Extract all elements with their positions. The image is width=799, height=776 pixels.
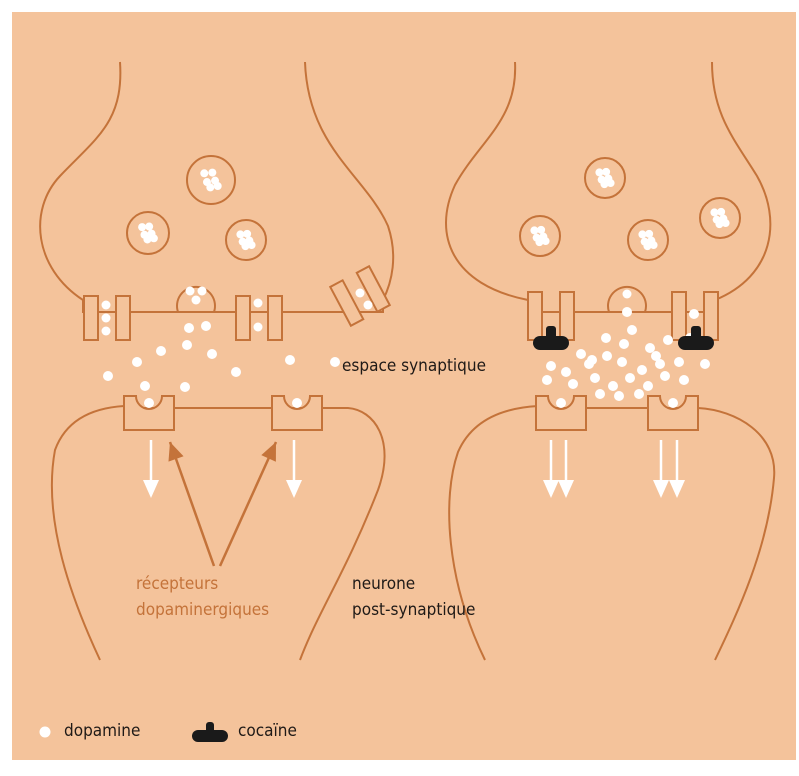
dopamine-dot xyxy=(180,382,190,392)
dopamine-dot xyxy=(102,301,111,310)
receptors-label-line1: récepteurs xyxy=(136,574,218,595)
dopamine-dot xyxy=(627,325,637,335)
dopamine-dot xyxy=(576,349,586,359)
dopamine-dot xyxy=(138,223,146,231)
dopamine-dot xyxy=(102,314,111,323)
dopamine-dot xyxy=(330,357,340,367)
dopamine-dot xyxy=(198,287,207,296)
dopamine-dot xyxy=(364,301,373,310)
dopamine-dot xyxy=(542,237,550,245)
dopamine-dot xyxy=(668,398,678,408)
dopamine-dot xyxy=(102,327,111,336)
dopamine-dot xyxy=(674,357,684,367)
dopamine-dot xyxy=(650,241,658,249)
dopamine-dot xyxy=(637,365,647,375)
dopamine-dot xyxy=(623,290,632,299)
dopamine-dot xyxy=(602,351,612,361)
dopamine-dot xyxy=(145,223,153,231)
dopamine-dot xyxy=(182,340,192,350)
dopamine-dot xyxy=(132,357,142,367)
dopamine-dot xyxy=(608,381,618,391)
dopamine-dot xyxy=(619,339,629,349)
dopamine-dot xyxy=(689,309,699,319)
dopamine-dot xyxy=(285,355,295,365)
legend-dopamine-label: dopamine xyxy=(64,721,140,742)
dopamine-dot xyxy=(248,241,256,249)
dopamine-dot xyxy=(231,367,241,377)
dopamine-dot xyxy=(150,234,158,242)
dopamine-dot xyxy=(634,389,644,399)
cocaine-molecule-icon xyxy=(190,720,230,744)
dopamine-dot xyxy=(156,346,166,356)
dopamine-dot xyxy=(207,349,217,359)
dopamine-dot xyxy=(184,323,194,333)
dopamine-dot xyxy=(700,359,710,369)
dopamine-dot xyxy=(200,169,208,177)
dopamine-dot xyxy=(679,375,689,385)
dopamine-dot xyxy=(651,351,661,361)
dopamine-dot xyxy=(103,371,113,381)
postsynaptic-label-line2: post-synaptique xyxy=(352,600,475,621)
dopamine-dot xyxy=(561,367,571,377)
dopamine-dot xyxy=(590,373,600,383)
diagram-background xyxy=(12,12,796,760)
dopamine-dot xyxy=(192,296,201,305)
dopamine-dot xyxy=(625,373,635,383)
dopamine-dot xyxy=(254,323,263,332)
postsynaptic-label-line1: neurone xyxy=(352,574,415,595)
dopamine-dot xyxy=(254,299,263,308)
dopamine-dot xyxy=(542,375,552,385)
dopamine-dot xyxy=(614,391,624,401)
dopamine-dot xyxy=(643,381,653,391)
dopamine-dot xyxy=(645,343,655,353)
synaptic-cleft-label: espace synaptique xyxy=(342,356,486,377)
dopamine-dot xyxy=(617,357,627,367)
dopamine-dot xyxy=(556,398,566,408)
dopamine-dot xyxy=(201,321,211,331)
white-dot-icon xyxy=(38,725,52,739)
dopamine-dot xyxy=(206,183,214,191)
dopamine-dot xyxy=(568,379,578,389)
dopamine-dot xyxy=(546,361,556,371)
dopamine-dot xyxy=(722,219,730,227)
dopamine-dot xyxy=(607,179,615,187)
receptors-label-line2: dopaminergiques xyxy=(136,600,269,621)
dopamine-dot xyxy=(660,371,670,381)
dopamine-dot xyxy=(663,335,673,345)
dopamine-dot xyxy=(622,307,632,317)
dopamine-dot xyxy=(214,182,222,190)
dopamine-dot xyxy=(186,287,195,296)
dopamine-dot xyxy=(208,169,216,177)
dopamine-dot xyxy=(595,389,605,399)
dopamine-dot xyxy=(292,398,302,408)
dopamine-dot xyxy=(144,398,154,408)
dopamine-dot xyxy=(140,381,150,391)
dopamine-dot xyxy=(601,333,611,343)
dopamine-dot xyxy=(356,289,365,298)
legend-cocaine-label: cocaïne xyxy=(238,721,297,742)
dopamine-dot xyxy=(587,355,597,365)
